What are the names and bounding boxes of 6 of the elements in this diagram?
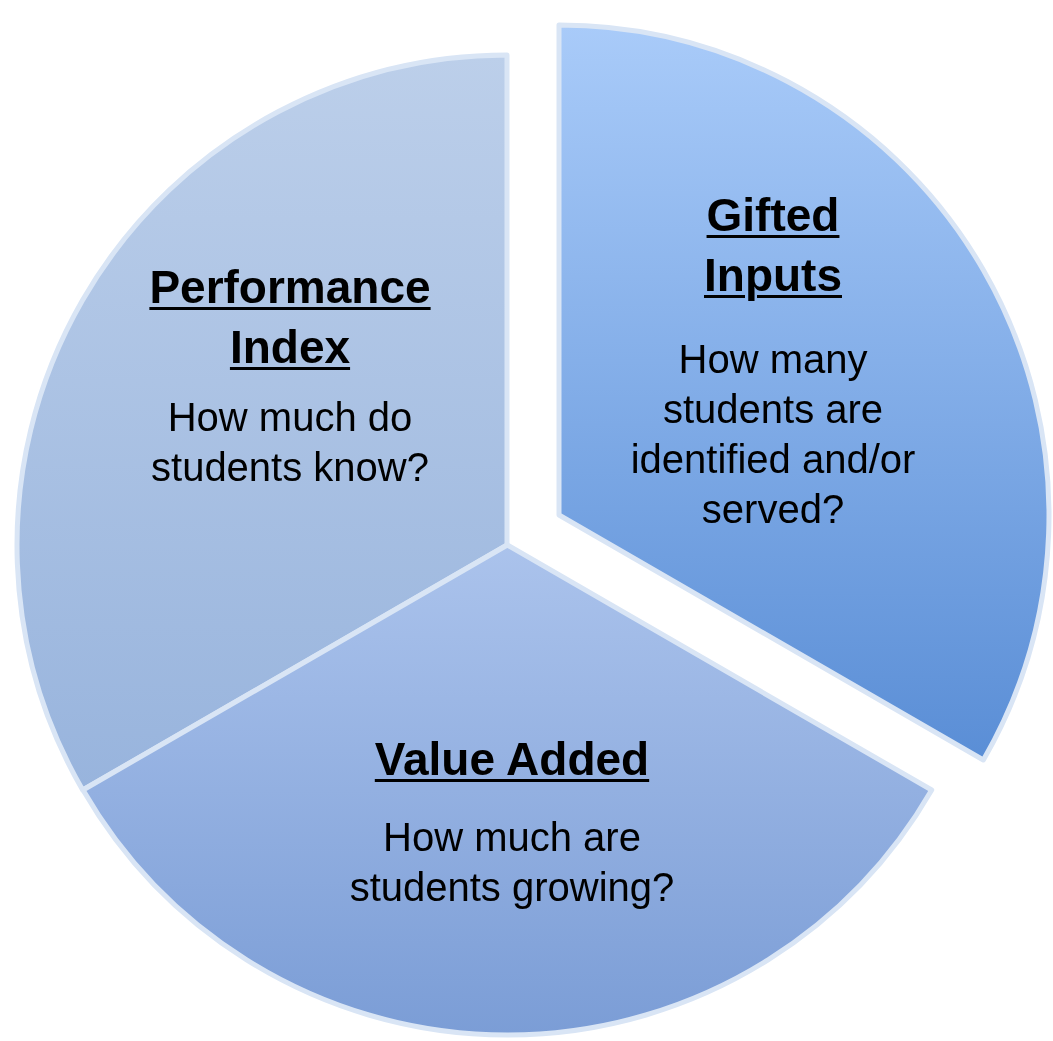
slice-heading: Gifted Inputs	[703, 188, 843, 303]
slice-question: How much do students know?	[150, 394, 430, 491]
slice-question: How many students are identified and/or served?	[629, 336, 917, 533]
slice-heading: Value Added	[373, 732, 651, 787]
slice-question: How much are students growing?	[348, 814, 676, 911]
slice-heading: Performance Index	[148, 260, 432, 375]
